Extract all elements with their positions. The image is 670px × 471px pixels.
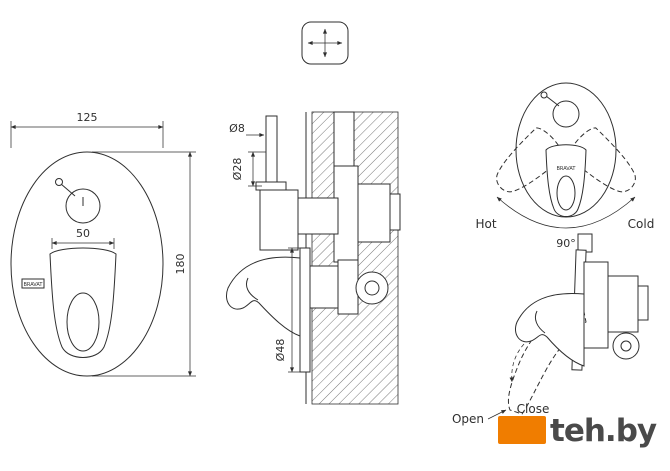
lever-handle-front [49, 247, 117, 358]
outlet-pipe [265, 115, 278, 189]
pipe-dia-label: Ø8 [229, 122, 245, 135]
diverter-lever-small [545, 95, 560, 107]
riser-pipe [333, 111, 355, 167]
supply-pipe-section-2 [612, 332, 640, 360]
diverter-lever-tip [55, 178, 63, 186]
lever-closed-detail [534, 310, 546, 334]
lever-handle-side-detail [245, 277, 259, 301]
brand-label-small: BRAVAT [557, 166, 577, 172]
rotation-arc [496, 196, 636, 229]
dimension-width-label: 125 [77, 111, 98, 124]
adjustment-cross-icon [301, 21, 349, 65]
section-view: Ø8 Ø28 Ø48 [226, 111, 401, 405]
angle-label: 90° [556, 237, 576, 250]
valve-body-2 [607, 275, 639, 333]
diverter-knob-small [552, 100, 580, 128]
diverter-lever [60, 183, 76, 197]
close-label: Close [517, 402, 550, 416]
escutcheon-dia-label: Ø48 [274, 339, 287, 362]
watermark: teh.by [498, 411, 660, 452]
open-label: Open [452, 412, 484, 426]
dimension-height-label: 180 [174, 254, 187, 275]
valve-body [357, 183, 391, 243]
valve-connector-2 [637, 285, 649, 321]
position-indicator [301, 21, 349, 65]
supply-pipe-bore-2 [620, 340, 632, 352]
valve-connector [389, 193, 401, 231]
hot-label: Hot [475, 217, 496, 231]
watermark-text: teh.by [550, 413, 657, 449]
brand-label: BRAVAT [24, 282, 44, 288]
handle-position-cold-dashed [496, 127, 564, 193]
supply-elbow [337, 259, 359, 315]
trim-dia-label: Ø28 [231, 158, 244, 181]
open-motion-arc [509, 343, 525, 383]
valve-cartridge-2 [583, 261, 609, 349]
operation-view: Open Close [452, 233, 649, 426]
front-view: 125 180 50 BRAVAT [10, 111, 196, 377]
diverter-stub [577, 233, 593, 253]
lever-handle-inner [66, 292, 100, 352]
lever-handle-inner-small [556, 175, 576, 211]
supply-pipe-bore [364, 280, 380, 296]
diverter-body-side [259, 189, 299, 251]
escutcheon-side [299, 247, 311, 373]
lever-handle-side [226, 256, 301, 337]
watermark-accent-block [498, 416, 546, 444]
through-wall-connector [297, 197, 339, 235]
rotation-view: BRAVAT Hot Cold 90° [475, 82, 655, 250]
handle-position-hot-dashed [568, 127, 636, 193]
dimension-handle-label: 50 [76, 227, 90, 240]
diverter-lever-tip-small [540, 91, 548, 99]
open-arrow [487, 409, 507, 420]
brand-plate [21, 278, 45, 289]
supply-pipe-section [355, 271, 389, 305]
lever-closed-solid [515, 292, 585, 367]
cold-label: Cold [628, 217, 655, 231]
